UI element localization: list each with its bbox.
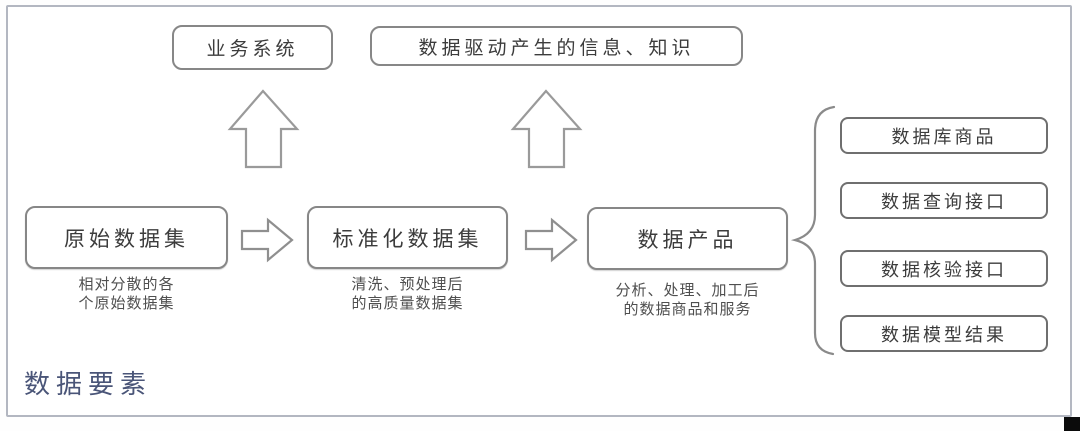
node-data-product: 数据产品 bbox=[587, 207, 788, 270]
output-label: 数据核验接口 bbox=[881, 259, 1007, 280]
up-block-arrow-icon bbox=[227, 89, 300, 169]
node-label: 数据驱动产生的信息、知识 bbox=[418, 37, 695, 59]
node-caption-data-product: 分析、处理、加工后 的数据商品和服务 bbox=[615, 282, 760, 318]
node-business-system: 业务系统 bbox=[172, 25, 333, 70]
node-label: 数据产品 bbox=[637, 228, 738, 252]
output-data-verification-interface: 数据核验接口 bbox=[840, 250, 1048, 287]
node-caption-standardized-dataset: 清洗、预处理后 的高质量数据集 bbox=[351, 276, 464, 312]
node-standardized-dataset: 标准化数据集 bbox=[307, 206, 508, 269]
curly-brace-icon bbox=[790, 105, 836, 356]
node-label: 标准化数据集 bbox=[332, 227, 483, 251]
right-block-arrow-icon bbox=[524, 217, 578, 263]
output-label: 数据查询接口 bbox=[881, 191, 1007, 212]
frame-title-label: 数据要素 bbox=[24, 370, 153, 399]
node-data-driven-information-knowledge: 数据驱动产生的信息、知识 bbox=[370, 26, 743, 66]
node-raw-dataset: 原始数据集 bbox=[25, 206, 228, 269]
output-data-query-interface: 数据查询接口 bbox=[840, 182, 1048, 219]
node-label: 业务系统 bbox=[206, 39, 299, 60]
corner-artifact-mark bbox=[1064, 417, 1080, 431]
node-caption-raw-dataset: 相对分散的各 个原始数据集 bbox=[78, 276, 175, 312]
output-label: 数据模型结果 bbox=[881, 324, 1007, 345]
output-database-products: 数据库商品 bbox=[840, 117, 1048, 154]
node-label: 原始数据集 bbox=[64, 227, 189, 251]
output-label: 数据库商品 bbox=[891, 126, 997, 147]
right-block-arrow-icon bbox=[240, 217, 294, 263]
output-data-model-results: 数据模型结果 bbox=[840, 315, 1048, 352]
up-block-arrow-icon bbox=[510, 89, 583, 169]
